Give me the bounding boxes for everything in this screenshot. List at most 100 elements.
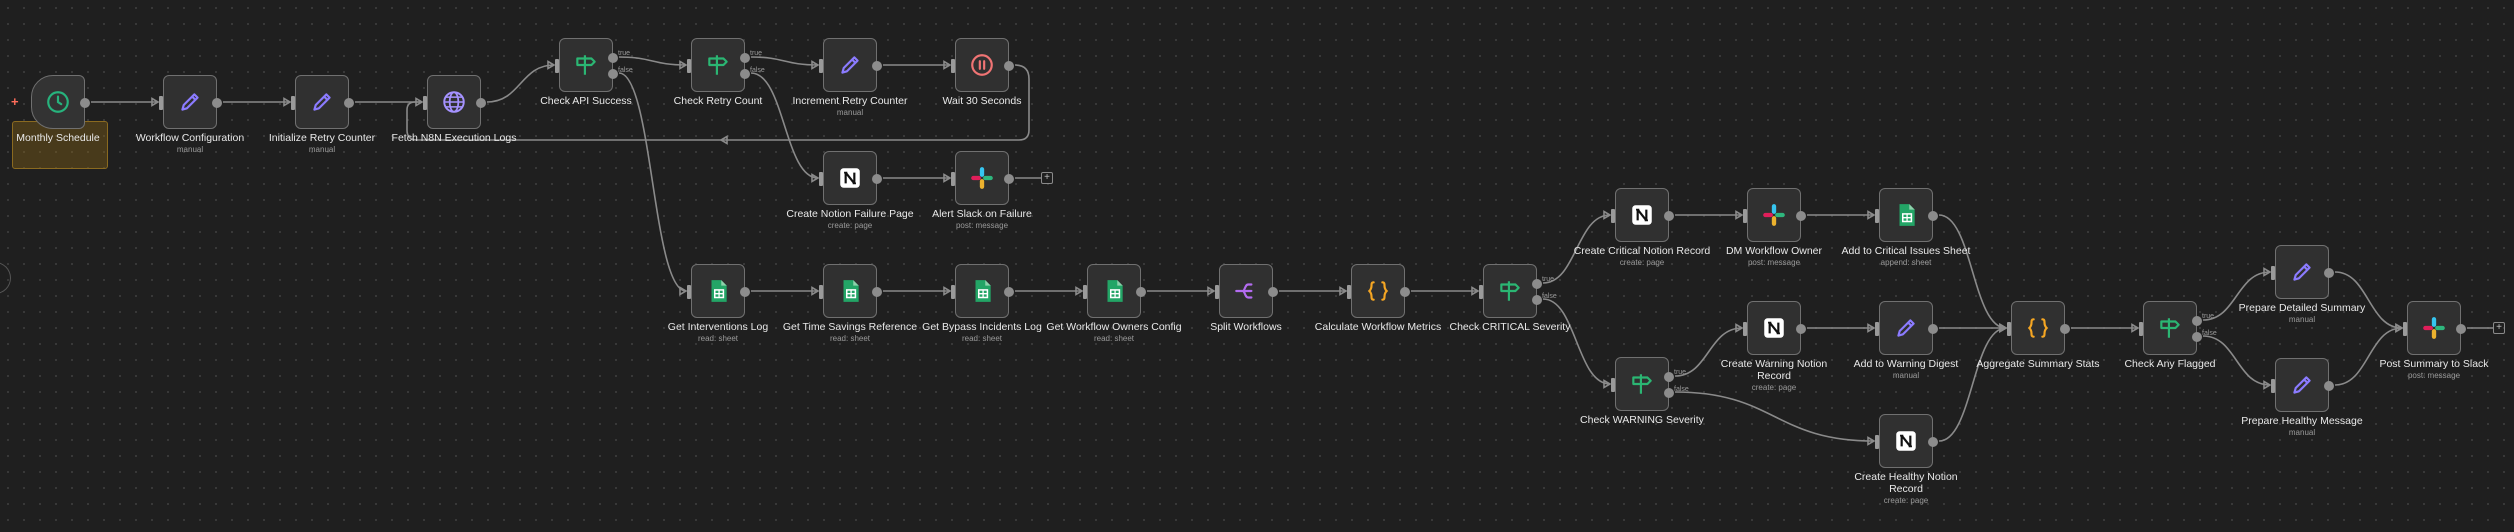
- output-port-true[interactable]: [608, 53, 618, 63]
- output-port-false[interactable]: [740, 69, 750, 79]
- output-port[interactable]: [1268, 287, 1278, 297]
- output-port[interactable]: [1928, 324, 1938, 334]
- output-port-false[interactable]: [1664, 388, 1674, 398]
- input-port[interactable]: [423, 96, 427, 110]
- connection-edge[interactable]: [618, 56, 687, 66]
- workflow-node[interactable]: [951, 264, 1014, 318]
- output-port-true[interactable]: [2192, 316, 2202, 326]
- input-port[interactable]: [555, 59, 559, 73]
- connection-edge[interactable]: [618, 72, 687, 292]
- input-port[interactable]: [159, 96, 163, 110]
- input-port[interactable]: [951, 285, 955, 299]
- connection-edge[interactable]: [1938, 327, 2007, 442]
- connection-edge[interactable]: [2334, 271, 2403, 329]
- output-port[interactable]: [1796, 324, 1806, 334]
- input-port[interactable]: [1743, 209, 1747, 223]
- output-port-false[interactable]: [608, 69, 618, 79]
- workflow-node[interactable]: [1743, 188, 1806, 242]
- input-port[interactable]: [1743, 322, 1747, 336]
- connection-edge[interactable]: [750, 72, 819, 179]
- output-port[interactable]: [1664, 211, 1674, 221]
- workflow-node[interactable]: [159, 75, 222, 129]
- connection-edge[interactable]: [750, 56, 819, 66]
- input-port[interactable]: [1875, 209, 1879, 223]
- workflow-node[interactable]: [1083, 264, 1146, 318]
- input-port[interactable]: [1215, 285, 1219, 299]
- output-port-false[interactable]: [1532, 295, 1542, 305]
- workflow-node[interactable]: [291, 75, 354, 129]
- workflow-node[interactable]: [1215, 264, 1278, 318]
- add-node-plus-icon[interactable]: +: [1041, 172, 1053, 184]
- connection-edge[interactable]: [1674, 391, 1875, 442]
- workflow-node[interactable]: [819, 151, 882, 205]
- output-port[interactable]: [344, 98, 354, 108]
- output-port[interactable]: [1928, 437, 1938, 447]
- output-port[interactable]: [212, 98, 222, 108]
- input-port[interactable]: [2139, 322, 2143, 336]
- output-port[interactable]: [1928, 211, 1938, 221]
- output-port[interactable]: [2324, 268, 2334, 278]
- workflow-node[interactable]: [2007, 301, 2070, 355]
- input-port[interactable]: [951, 59, 955, 73]
- output-port-true[interactable]: [1532, 279, 1542, 289]
- input-port[interactable]: [819, 285, 823, 299]
- workflow-node[interactable]: [2403, 301, 2466, 355]
- output-port[interactable]: [1796, 211, 1806, 221]
- connection-edge[interactable]: [1938, 214, 2007, 329]
- input-port[interactable]: [1347, 285, 1351, 299]
- input-port[interactable]: [1611, 209, 1615, 223]
- input-port[interactable]: [687, 59, 691, 73]
- input-port[interactable]: [1083, 285, 1087, 299]
- connection-edge[interactable]: [2334, 327, 2403, 386]
- output-port-true[interactable]: [1664, 372, 1674, 382]
- input-port[interactable]: [2007, 322, 2011, 336]
- output-port[interactable]: [1136, 287, 1146, 297]
- output-port[interactable]: [1004, 61, 1014, 71]
- workflow-node[interactable]: [31, 75, 90, 129]
- connection-edge[interactable]: [1674, 327, 1743, 377]
- output-port-true[interactable]: [740, 53, 750, 63]
- input-port[interactable]: [687, 285, 691, 299]
- output-port[interactable]: [740, 287, 750, 297]
- loop-edge[interactable]: [406, 64, 1030, 141]
- connection-edge[interactable]: [2202, 271, 2271, 321]
- input-port[interactable]: [2271, 379, 2275, 393]
- input-port[interactable]: [1479, 285, 1483, 299]
- workflow-node[interactable]: [819, 264, 882, 318]
- workflow-node[interactable]: [2271, 358, 2334, 412]
- workflow-node[interactable]: [1611, 188, 1674, 242]
- output-port[interactable]: [2060, 324, 2070, 334]
- workflow-node[interactable]: [1743, 301, 1806, 355]
- workflow-node[interactable]: [1347, 264, 1410, 318]
- workflow-node[interactable]: [2271, 245, 2334, 299]
- output-port[interactable]: [2456, 324, 2466, 334]
- workflow-node[interactable]: [951, 38, 1014, 92]
- workflow-node[interactable]: [1875, 188, 1938, 242]
- workflow-node[interactable]: [687, 264, 750, 318]
- input-port[interactable]: [1611, 378, 1615, 392]
- add-node-plus-icon[interactable]: +: [2493, 322, 2505, 334]
- workflow-node[interactable]: [423, 75, 486, 129]
- output-port[interactable]: [872, 61, 882, 71]
- workflow-node[interactable]: [1875, 301, 1938, 355]
- connection-edge[interactable]: [1542, 214, 1611, 284]
- workflow-node[interactable]: [819, 38, 882, 92]
- connection-edge[interactable]: [2202, 335, 2271, 386]
- output-port[interactable]: [1004, 174, 1014, 184]
- output-port[interactable]: [1400, 287, 1410, 297]
- output-port[interactable]: [872, 174, 882, 184]
- output-port-false[interactable]: [2192, 332, 2202, 342]
- input-port[interactable]: [1875, 322, 1879, 336]
- output-port[interactable]: [1004, 287, 1014, 297]
- output-port[interactable]: [80, 98, 90, 108]
- input-port[interactable]: [291, 96, 295, 110]
- output-port[interactable]: [476, 98, 486, 108]
- trigger-plus-icon[interactable]: +: [11, 94, 19, 109]
- input-port[interactable]: [2271, 266, 2275, 280]
